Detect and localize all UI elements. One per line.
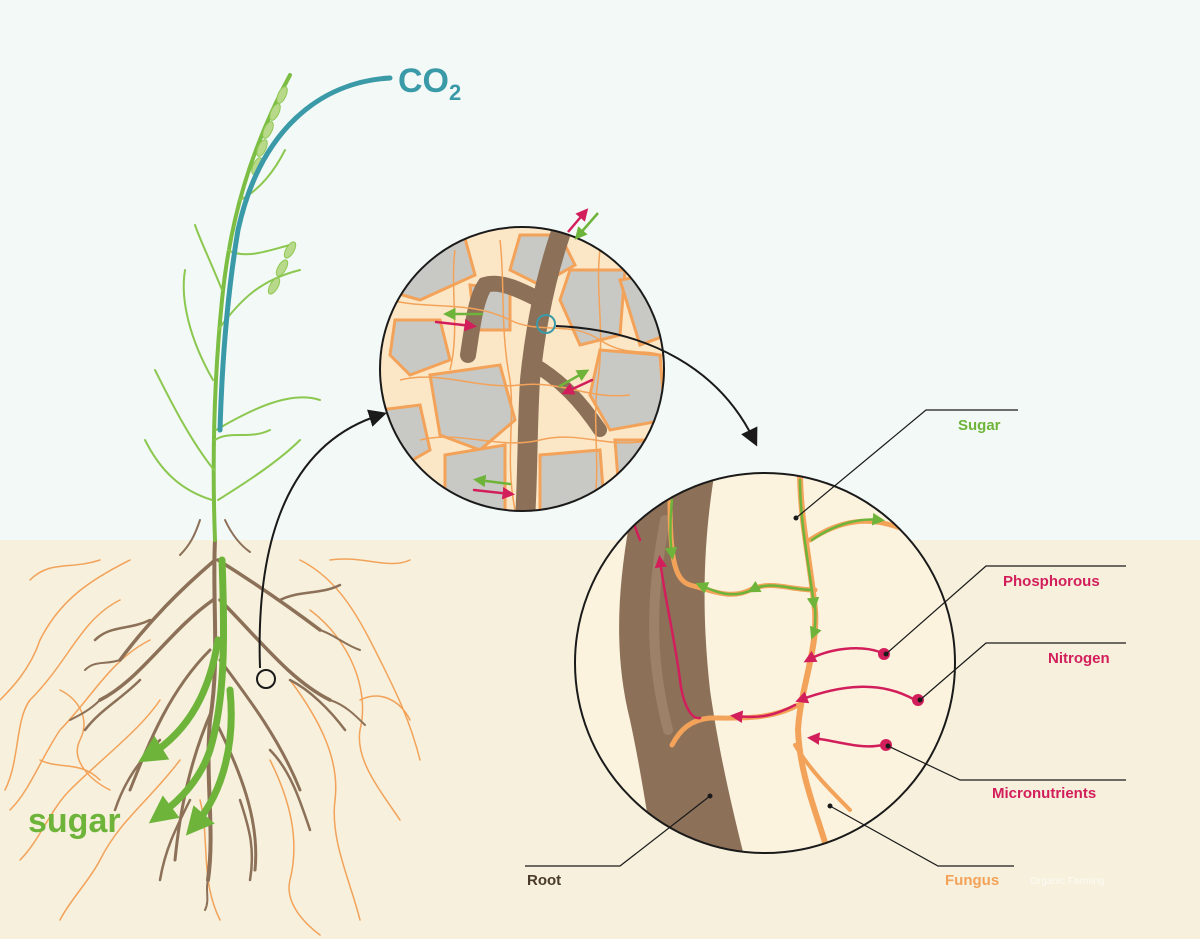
exchange-arrows: [434, 307, 594, 500]
root-locator-circle: [256, 669, 276, 689]
root-cross-section: [619, 473, 750, 853]
label-fungus: Fungus: [945, 872, 999, 889]
label-sugar: Sugar: [958, 417, 1001, 434]
seed-heads: [251, 86, 297, 295]
sugar-big-label: sugar: [28, 802, 121, 840]
co2-label: CO2: [398, 62, 461, 105]
plant-shoot: [144, 73, 321, 542]
zoom-arrow-2: [555, 325, 758, 447]
label-micronutrients: Micronutrients: [992, 785, 1096, 802]
hyphae-detail-circle: [574, 472, 956, 854]
co2-arrow-path: [217, 75, 393, 433]
watermark: Organic Farming: [1030, 876, 1104, 887]
sugar-flow-arrows: [138, 556, 235, 836]
hyphae-network: [389, 239, 664, 511]
label-nitrogen: Nitrogen: [1048, 650, 1110, 667]
top-exchange-arrow-pink: [567, 208, 589, 233]
soil-hyphae: [0, 558, 421, 936]
top-exchange-arrow-green: [574, 212, 599, 240]
label-phosphorous: Phosphorous: [1003, 573, 1100, 590]
hyphae-locator-circle: [536, 314, 556, 334]
zoom-arrow-1: [258, 409, 387, 669]
sugar-flow-lines: [664, 478, 885, 640]
leader-lines: [525, 409, 1126, 867]
leader-dots: [707, 515, 923, 809]
label-root: Root: [527, 872, 561, 889]
